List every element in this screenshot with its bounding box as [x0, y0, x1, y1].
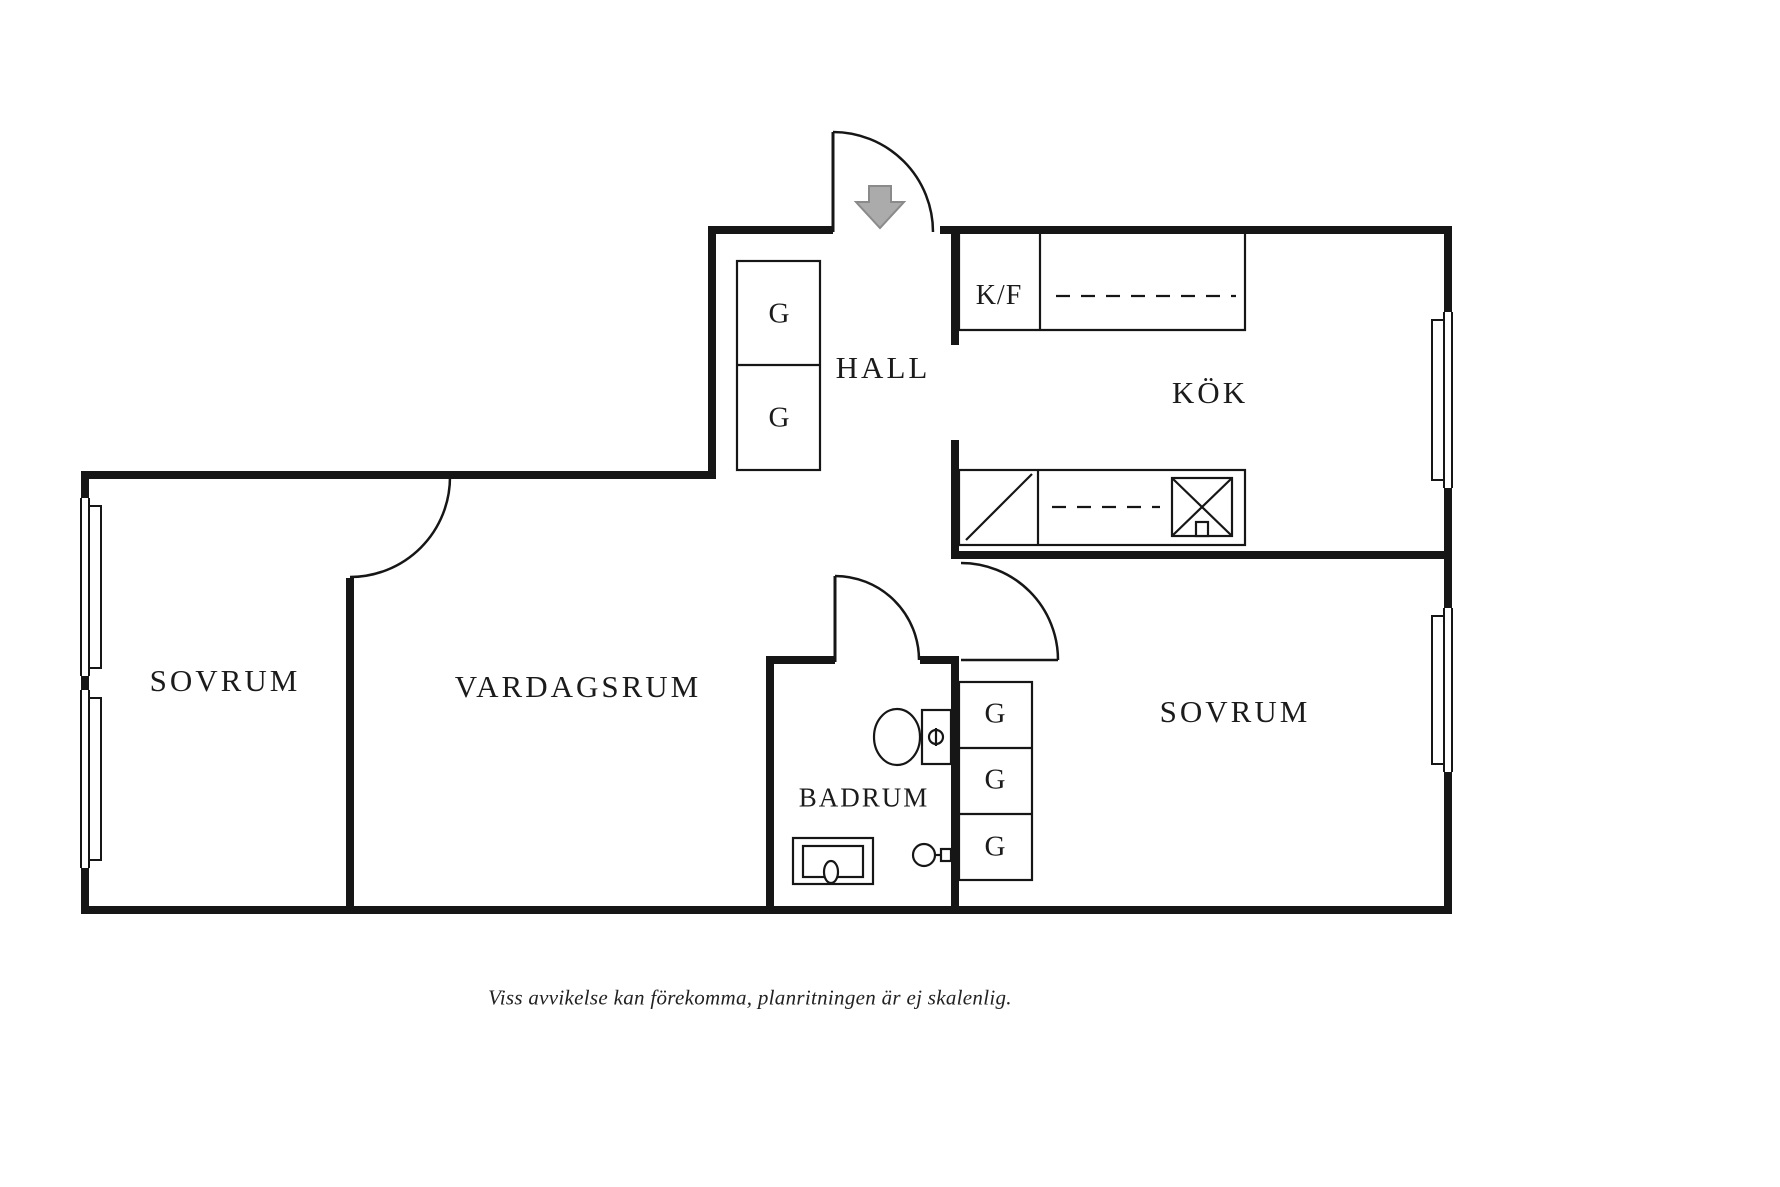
- toilet-tank: [920, 708, 953, 766]
- washbasin-outer: [791, 836, 875, 886]
- window-left-upper: [80, 498, 102, 676]
- entry-arrow-icon: [853, 185, 907, 230]
- door-swing-bathroom: [833, 574, 921, 662]
- tap-icon: [939, 847, 953, 863]
- bedroom-right-door-swing-arc: [960, 561, 1060, 661]
- room-label-living-room: VARDAGSRUM: [454, 669, 702, 704]
- entry-door-swing-arc: [832, 130, 935, 233]
- room-label-bedroom-left: SOVRUM: [149, 663, 301, 698]
- wardrobe-label-hall-lower: G: [768, 401, 790, 434]
- door-swing-bedroom-right: [960, 561, 1060, 662]
- dishwasher-diagonal-icon: [965, 473, 1033, 541]
- window-left-lower: [80, 690, 102, 868]
- kitchen-counter-lower: [957, 468, 1247, 547]
- fridge-freezer-label: K/F: [975, 280, 1023, 311]
- wardrobe-label-bedroom-middle: G: [984, 763, 1006, 796]
- window-right-lower: [1431, 608, 1453, 772]
- washbasin-fixture: [791, 836, 875, 886]
- room-label-bathroom: BADRUM: [798, 782, 930, 813]
- bathroom-door-swing-arc: [834, 574, 921, 661]
- wardrobe-label-hall-upper: G: [768, 297, 790, 330]
- room-label-kitchen: KÖK: [1171, 375, 1249, 410]
- disclaimer-caption: Viss avvikelse kan förekomma, planritnin…: [488, 985, 1012, 1010]
- floor-drain-fixture: [911, 842, 953, 868]
- wardrobe-label-bedroom-lower: G: [984, 830, 1006, 863]
- room-label-bedroom-right: SOVRUM: [1159, 694, 1311, 729]
- window-right-upper: [1431, 312, 1453, 488]
- toilet-bowl: [872, 707, 922, 767]
- kitchen-counter-upper: [957, 234, 1247, 332]
- wardrobe-label-bedroom-upper: G: [984, 697, 1006, 730]
- entry-door: [831, 130, 935, 233]
- toilet-fixture: [872, 707, 953, 767]
- door-swing-bedroom-left: [349, 476, 452, 579]
- drain-circle-icon: [911, 842, 937, 868]
- washbasin-drain-icon: [822, 859, 840, 885]
- windows: [80, 312, 1453, 868]
- hall-wardrobe-cabinet: [735, 259, 822, 472]
- interior-walls: [346, 226, 1452, 910]
- room-label-hall: HALL: [835, 350, 931, 385]
- bedroom-wardrobe-cabinet: [957, 680, 1034, 882]
- stove-sink-icon: [1170, 476, 1234, 538]
